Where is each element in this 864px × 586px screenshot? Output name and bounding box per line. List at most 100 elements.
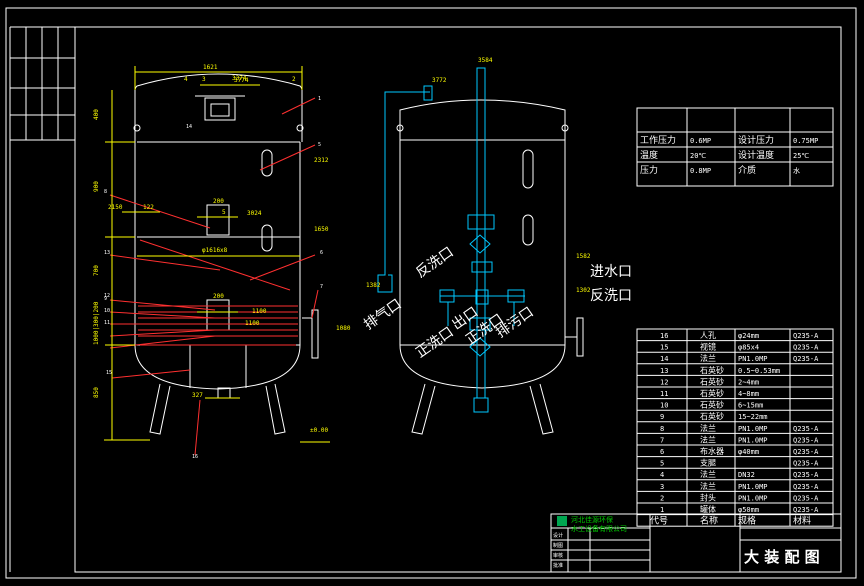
parts-cell-r7-c1: 石英砂 — [700, 411, 724, 421]
shell-spec: φ1616x8 — [202, 247, 228, 254]
nozzle-dim-200-upper: 200 — [213, 198, 224, 205]
parts-cell-r12-c1: 法兰 — [700, 469, 716, 479]
parts-footer-c2: 规格 — [738, 515, 756, 527]
label-rinse: 正洗口 — [413, 324, 457, 361]
label-inlet: 进水口 — [590, 264, 632, 280]
dimension-lines — [104, 66, 330, 443]
parts-cell-r13-c0: 3 — [660, 483, 664, 491]
title-row-review: 审核 — [553, 552, 563, 559]
part-no-8: 8 — [104, 189, 107, 195]
parts-cell-r5-c1: 石英砂 — [700, 388, 724, 398]
parts-cell-r13-c1: 法兰 — [700, 481, 716, 491]
part-number-labels: 1 5 6 7 8 9 10 11 12 13 14 15 16 — [104, 96, 323, 460]
parts-cell-r10-c2: φ40mm — [738, 448, 759, 456]
parts-cell-r11-c0: 5 — [660, 460, 664, 468]
nozzle-dim-5: 5 — [222, 209, 226, 216]
parts-cell-r15-c2: φ50mm — [738, 506, 759, 514]
spec-cell-r2-c0: 压力 — [640, 164, 658, 176]
parts-cell-r4-c0: 12 — [660, 378, 668, 386]
spec-cell-r2-c2: 介质 — [738, 164, 756, 176]
side-mark-1382: 1382 — [366, 282, 381, 289]
level-mark-1100: 1100 — [252, 308, 267, 315]
side-mark-1302: 1302 — [576, 287, 591, 294]
spec-cell-r2-c1: 0.8MP — [690, 167, 711, 175]
part-no-1: 1 — [318, 96, 321, 102]
label-drain: 排污口 — [493, 304, 537, 341]
top-dim-3: 3774 — [234, 77, 249, 84]
part-no-9: 9 — [104, 296, 107, 302]
parts-cell-r8-c2: PN1.0MP — [738, 425, 768, 433]
part-no-6: 6 — [320, 250, 323, 256]
part-no-12: 12 — [104, 293, 110, 299]
parts-cell-r14-c3: Q235-A — [793, 494, 819, 502]
nozzle-dim-1100: 1100 — [245, 320, 260, 327]
parts-cell-r13-c2: PN1.0MP — [738, 483, 768, 491]
parts-cell-r15-c1: 罐体 — [700, 504, 716, 514]
parts-cell-r6-c2: 6~15mm — [738, 402, 763, 410]
leader-lines — [109, 97, 319, 456]
nozzle-dim-3024: 3024 — [247, 210, 262, 217]
part-no-10: 10 — [104, 308, 110, 314]
top-dim-4: 2 — [292, 76, 296, 83]
parts-cell-r2-c1: 法兰 — [700, 353, 716, 363]
spec-cell-r0-c1: 0.6MP — [690, 137, 711, 145]
parts-cell-r3-c2: 0.5~0.53mm — [738, 367, 780, 375]
company-name-line2: 水工设备有限公司 — [571, 524, 627, 533]
top-mark-3584: 3584 — [478, 57, 493, 64]
parts-footer-c1: 名称 — [700, 515, 718, 527]
nozzle-dim-2150: 2150 — [108, 204, 123, 211]
part-no-14: 14 — [186, 124, 192, 130]
drawing-title: 大 装 配 图 — [744, 548, 820, 566]
part-no-13: 13 — [104, 250, 110, 256]
spec-cell-r0-c3: 0.75MP — [793, 137, 818, 145]
part-no-5: 5 — [318, 142, 321, 148]
parts-cell-r2-c2: PN1.0MP — [738, 355, 768, 363]
parts-cell-r15-c0: 1 — [660, 506, 664, 514]
parts-cell-r10-c3: Q235-A — [793, 448, 819, 456]
parts-cell-r0-c0: 16 — [660, 332, 668, 340]
parts-cell-r10-c1: 布水器 — [700, 446, 724, 456]
parts-cell-r9-c1: 法兰 — [700, 434, 716, 444]
nozzle-dim-200-lower: 200 — [213, 293, 224, 300]
parts-cell-r11-c3: Q235-A — [793, 460, 819, 468]
parts-cell-r0-c1: 人孔 — [700, 331, 716, 340]
parts-cell-r14-c0: 2 — [660, 494, 664, 502]
height-dim-400: 400 — [93, 109, 100, 120]
parts-cell-r12-c3: Q235-A — [793, 471, 819, 479]
height-dim-700: 700 — [93, 265, 100, 276]
parts-cell-r7-c2: 15~22mm — [738, 413, 768, 421]
parts-cell-r15-c3: Q235-A — [793, 506, 819, 514]
part-no-16: 16 — [192, 454, 198, 460]
parts-cell-r2-c3: Q235-A — [793, 355, 819, 363]
parts-cell-r14-c2: PN1.0MP — [738, 494, 768, 502]
level-mark-3374: 3374 — [232, 75, 247, 82]
parts-cell-r1-c3: Q235-A — [793, 344, 819, 352]
label-backwash-upper: 反洗口 — [590, 288, 632, 304]
right-view-annotations: 3772 3584 1582 1302 1382 — [366, 57, 591, 294]
title-row-approve: 批准 — [553, 562, 563, 569]
side-mark-1582: 1582 — [576, 253, 591, 260]
spec-cell-r1-c3: 25℃ — [793, 152, 809, 160]
parts-cell-r14-c1: 封头 — [700, 492, 716, 502]
stack-dim: 1000|300|200 — [93, 301, 100, 345]
parts-cell-r12-c0: 4 — [660, 471, 664, 479]
left-view-annotations: 1621 4 3 3774 2 400 900 700 850 1000|300… — [93, 64, 351, 434]
parts-cell-r6-c0: 10 — [660, 402, 668, 410]
parts-cell-r2-c0: 14 — [660, 355, 668, 363]
parts-cell-r1-c0: 15 — [660, 344, 668, 352]
level-mark-2312: 2312 — [314, 157, 329, 164]
parts-cell-r8-c1: 法兰 — [700, 423, 716, 433]
right-tank-elevation-view — [396, 99, 584, 435]
title-row-draw: 制图 — [553, 542, 563, 549]
parts-cell-r8-c3: Q235-A — [793, 425, 819, 433]
parts-footer-c3: 材料 — [793, 515, 811, 527]
height-dim-900: 900 — [93, 181, 100, 192]
label-vent: 排气口 — [361, 296, 405, 333]
parts-cell-r9-c0: 7 — [660, 436, 664, 444]
